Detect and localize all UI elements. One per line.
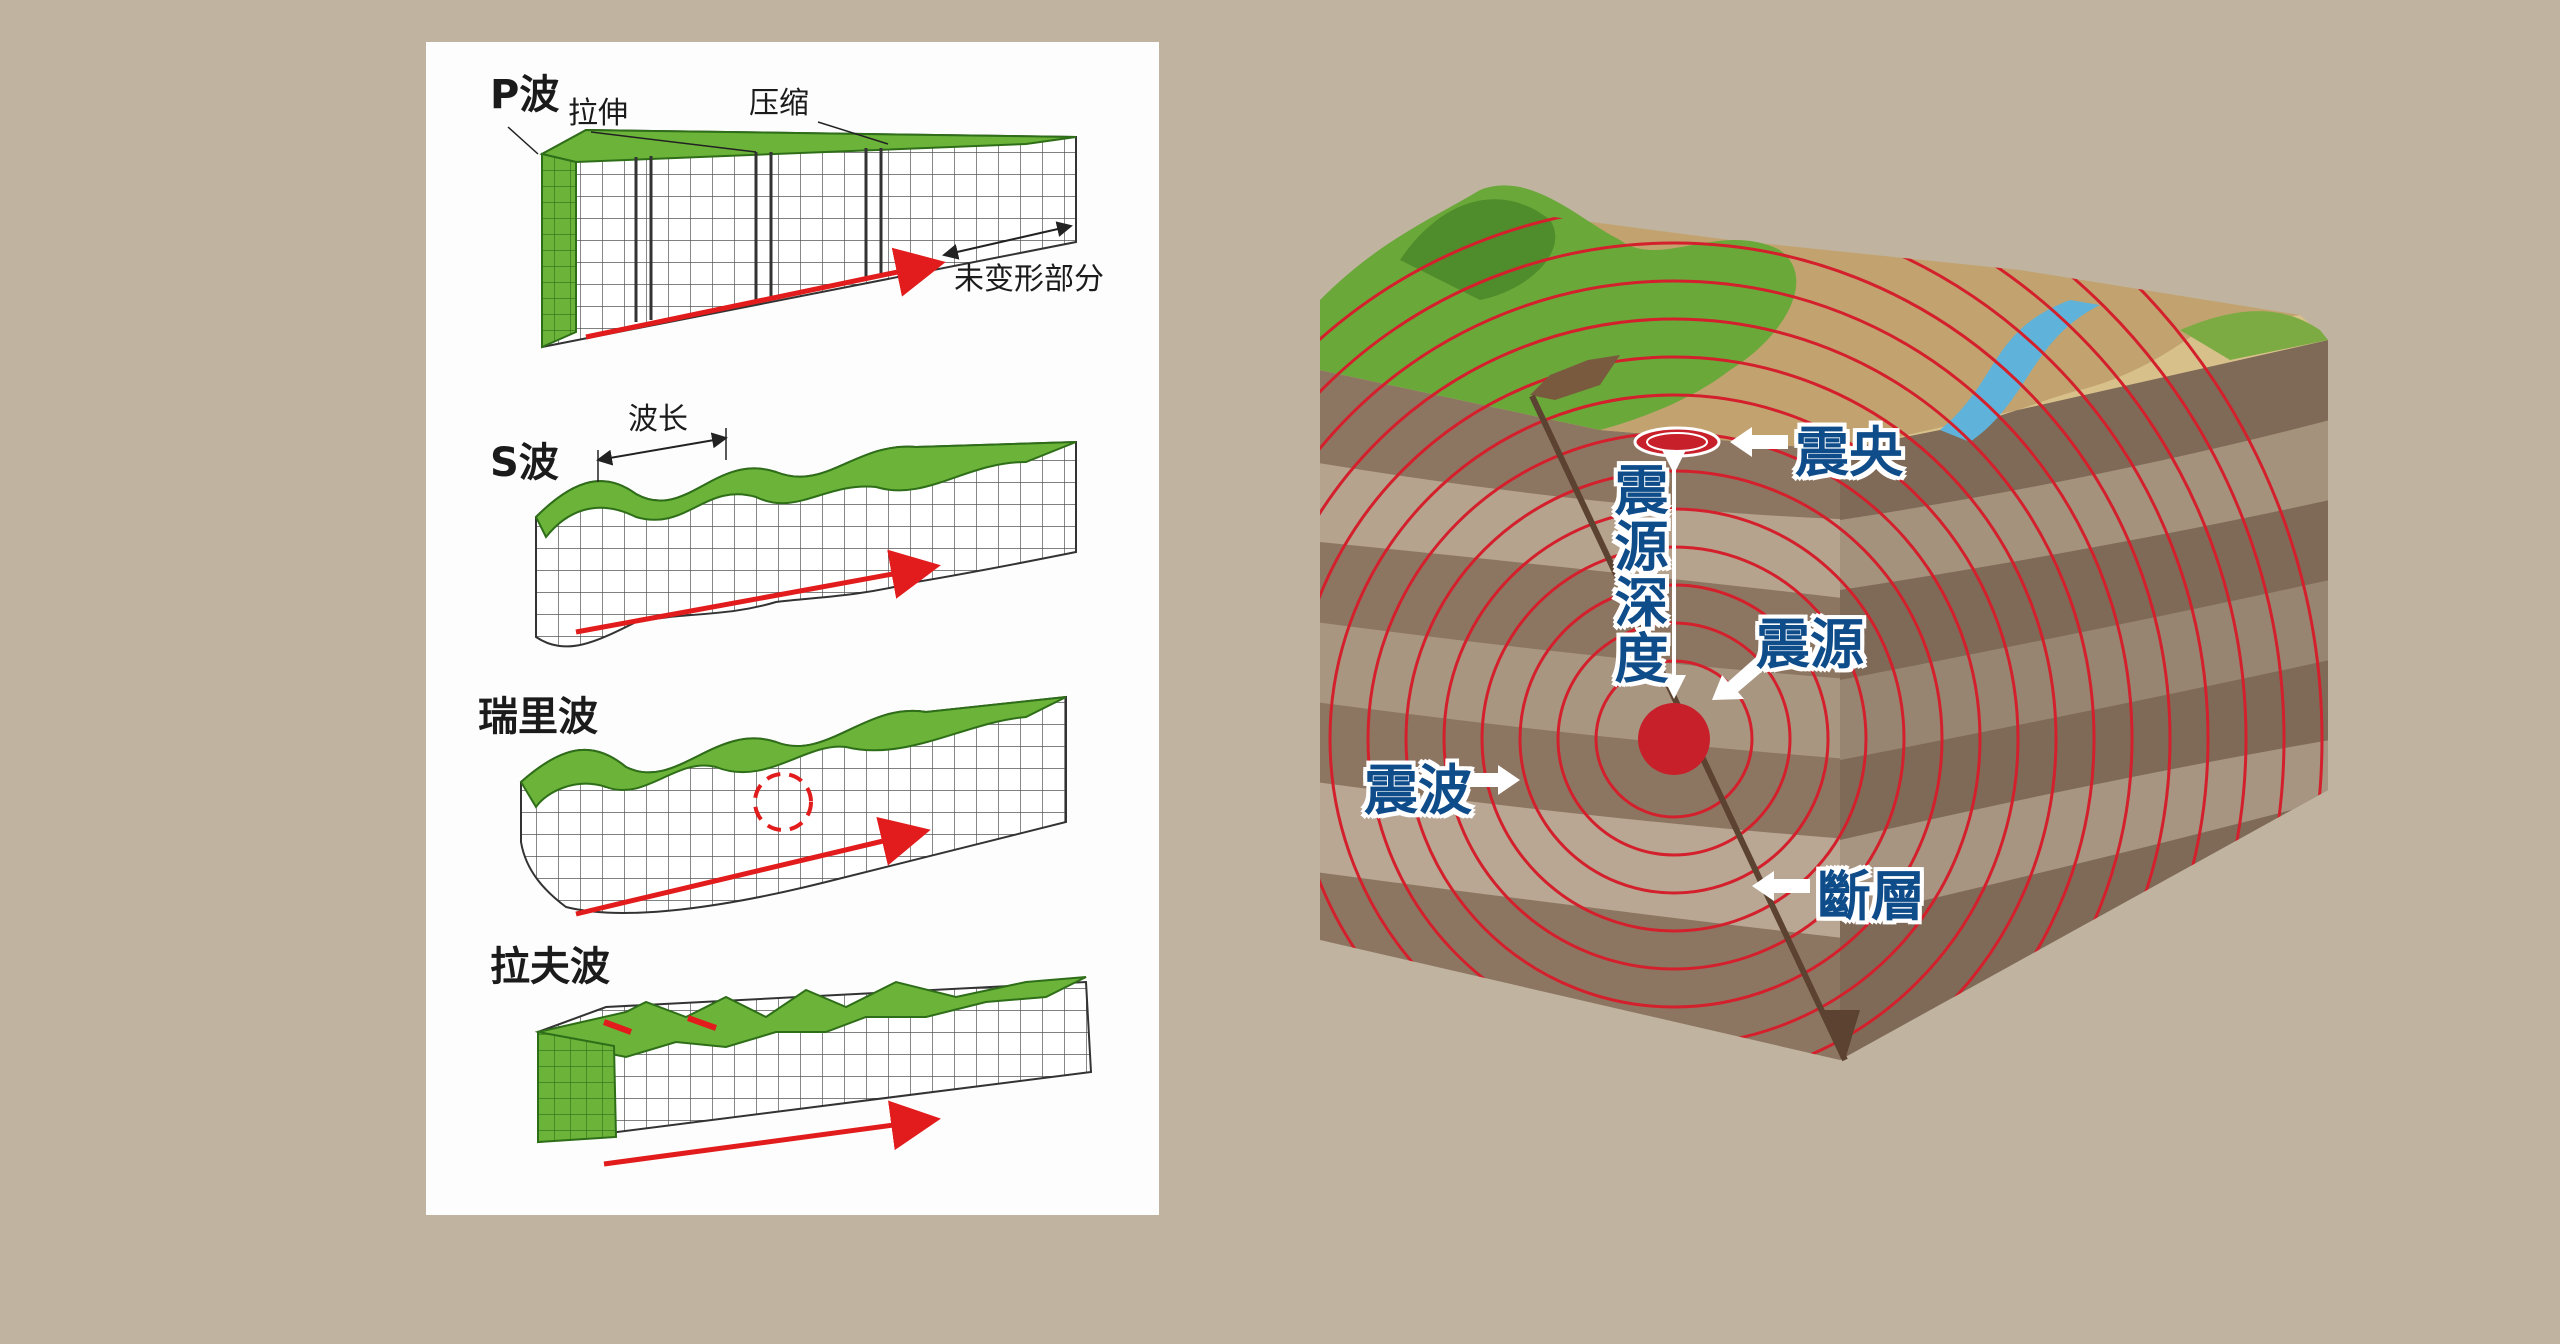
front-strata	[1320, 370, 1840, 1060]
side-strata	[1840, 340, 2328, 1060]
label-pointer-arrows	[1462, 427, 1810, 901]
wavelength-dimension-arrow	[596, 432, 728, 466]
wave-ring	[1320, 241, 2172, 1060]
focal-depth-label: 震源深度	[1605, 462, 1668, 686]
seismic-wave-label: 震波	[1364, 759, 1472, 822]
rayleigh-wave-block	[519, 695, 1067, 917]
s-wave-direction-arrow	[575, 549, 941, 635]
p-wave-title: P波	[490, 72, 560, 118]
wave-ring	[1320, 210, 2248, 1060]
rayleigh-wave-title: 瑞里波	[478, 694, 598, 740]
river	[1940, 300, 2100, 442]
wave-ring	[1320, 279, 2134, 1060]
undeformed-label: 未变形部分	[954, 262, 1104, 297]
undeformed-dimension-arrow	[942, 221, 1073, 260]
stretch-label: 拉伸	[568, 96, 628, 131]
s-wave-title: S波	[490, 440, 559, 486]
wave-illustrations	[507, 121, 1093, 1167]
love-wave-title: 拉夫波	[490, 944, 610, 990]
wave-ring	[1320, 210, 2324, 1060]
wave-ring	[1320, 317, 2096, 1060]
particle-motion-circle	[753, 772, 813, 832]
p-wave-direction-arrow	[585, 247, 946, 340]
earthquake-block-diagram	[1320, 185, 2328, 1062]
wave-ring	[1320, 210, 2210, 1060]
hypocenter-label: 震源	[1756, 613, 1864, 676]
compress-label: 压缩	[749, 86, 809, 121]
hypocenter-marker	[1638, 703, 1710, 775]
epicenter-label: 震央	[1795, 421, 1903, 484]
wavelength-label: 波长	[628, 402, 688, 437]
s-wave-block	[534, 428, 1077, 648]
love-wave-block	[534, 976, 1093, 1167]
fault-label: 斷層	[1817, 865, 1925, 928]
wave-ring	[1320, 210, 2286, 1060]
wave-ring	[1320, 355, 2058, 1060]
p-wave-block	[507, 121, 1077, 349]
love-wave-direction-arrow	[603, 1100, 941, 1167]
wave-ring	[1328, 393, 2020, 1060]
rayleigh-wave-direction-arrow	[575, 816, 931, 917]
seismic-wave-types-panel: P波 拉伸 压缩 未变形部分 S波 波长 瑞里波 拉夫波	[426, 42, 1159, 1215]
